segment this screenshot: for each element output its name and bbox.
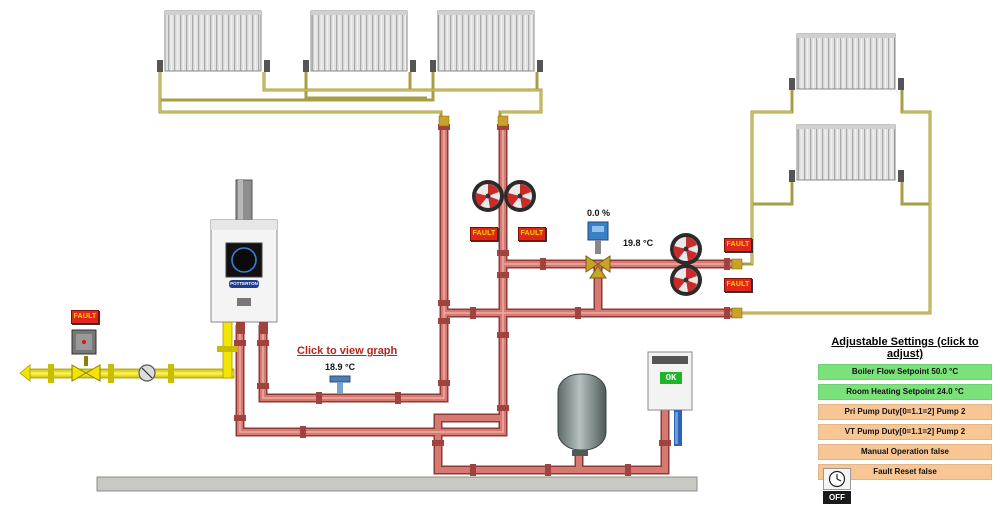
primary-pump-a-fault-badge: FAULT (470, 227, 498, 241)
clock-icon (823, 468, 851, 490)
valve-position-readout: 0.0 % (587, 208, 611, 218)
primary-pump-b-fault-badge: FAULT (518, 227, 546, 241)
boiler-pipe-stubs (236, 322, 268, 334)
controller-status-display: OK (660, 372, 682, 384)
vt-pump-b-icon (670, 264, 702, 296)
pri-pump-duty-button[interactable]: Pri Pump Duty[0=1.1=2] Pump 2 (818, 404, 992, 420)
expansion-vessel (557, 373, 607, 456)
copper-pipes (235, 128, 742, 475)
vt-pump-a-icon (670, 233, 702, 265)
radiator-1 (157, 10, 270, 72)
room-heating-setpoint-button[interactable]: Room Heating Setpoint 24.0 °C (818, 384, 992, 400)
controller-unit (647, 351, 693, 446)
vt-flow-temp-readout: 19.8 °C (623, 238, 654, 248)
boiler-brand-label: POTTERTON (229, 280, 259, 288)
manual-override-toggle[interactable]: OFF (823, 468, 851, 504)
fault-reset-button[interactable]: Fault Reset false (818, 464, 992, 480)
mixing-valve-icon (585, 221, 611, 279)
primary-pump-a-icon (472, 180, 504, 212)
settings-title[interactable]: Adjustable Settings (click to adjust) (831, 336, 979, 360)
floor-slab (96, 476, 698, 492)
view-graph-link[interactable]: Click to view graph (297, 345, 398, 357)
override-state-label: OFF (823, 491, 851, 504)
adjustable-settings-panel: Adjustable Settings (click to adjust) Bo… (815, 336, 995, 484)
radiator-4 (789, 33, 904, 90)
brass-fittings (438, 115, 743, 319)
gas-valve-fault-badge: FAULT (71, 310, 99, 324)
radiator-2 (303, 10, 416, 72)
temperature-sensor-icon (329, 375, 351, 394)
primary-pump-b-icon (504, 180, 536, 212)
pipe-fittings (234, 124, 730, 476)
radiator-5 (789, 124, 904, 182)
gas-supply-pipe (19, 321, 238, 383)
return-temp-readout: 18.9 °C (325, 362, 356, 372)
radiator-circuit-pipes-highlight (159, 72, 931, 314)
gas-valve-icon (71, 329, 101, 382)
vt-pump-b-fault-badge: FAULT (724, 278, 752, 292)
radiator-3 (430, 10, 543, 72)
vt-pump-duty-button[interactable]: VT Pump Duty[0=1.1=2] Pump 2 (818, 424, 992, 440)
vt-pump-a-fault-badge: FAULT (724, 238, 752, 252)
boiler-flow-setpoint-button[interactable]: Boiler Flow Setpoint 50.0 °C (818, 364, 992, 380)
gas-meter-icon (138, 364, 156, 382)
boiler-unit (210, 179, 278, 323)
manual-operation-button[interactable]: Manual Operation false (818, 444, 992, 460)
